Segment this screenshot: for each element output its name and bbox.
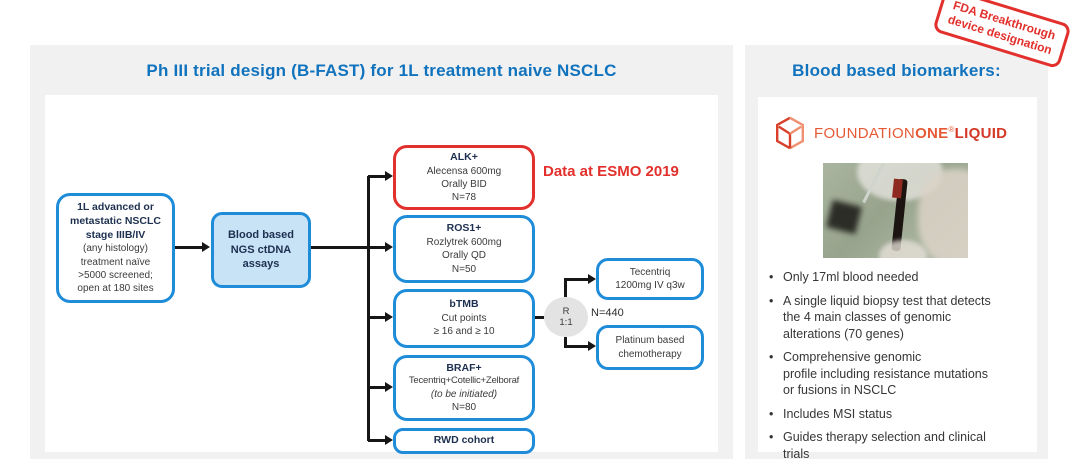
connector-trunk xyxy=(367,176,370,441)
biomarker-bullets: Only 17ml blood needed A single liquid b… xyxy=(768,269,1026,459)
cohort-line: N=80 xyxy=(451,402,477,414)
cohort-box-btmb: bTMB Cut points ≥ 16 and ≥ 10 xyxy=(393,289,535,348)
connector-line xyxy=(368,175,385,178)
connector-line xyxy=(368,316,385,319)
patient-box-line: >5000 screened; xyxy=(78,269,153,281)
photo-finger-shape xyxy=(879,240,927,258)
photo-arm-shape xyxy=(918,169,968,258)
patient-population-box: 1L advanced or metastatic NSCLC stage II… xyxy=(56,193,175,303)
cohort-line: Orally BID xyxy=(441,178,487,190)
cohort-line: ≥ 16 and ≥ 10 xyxy=(433,326,495,338)
arrowhead-icon xyxy=(385,382,393,392)
connector-line xyxy=(311,246,385,249)
cohort-line: Alecensa 600mg xyxy=(426,165,502,177)
bullet-item: Comprehensive genomic profile including … xyxy=(768,349,1026,399)
connector-line xyxy=(564,278,567,297)
esmo-data-note: Data at ESMO 2019 xyxy=(543,163,679,180)
arrowhead-icon xyxy=(588,274,596,284)
randomization-n: N=440 xyxy=(591,307,624,319)
arm-line: chemotherapy xyxy=(618,348,682,360)
bullet-item: Only 17ml blood needed xyxy=(768,269,1026,286)
arrowhead-icon xyxy=(385,435,393,445)
arrowhead-icon xyxy=(385,312,393,322)
cohort-line: N=78 xyxy=(451,192,477,204)
connector-line xyxy=(564,345,588,348)
foundationone-logo: FOUNDATIONONE®LIQUID xyxy=(774,115,1007,151)
patient-box-line: (any histology) xyxy=(82,243,149,255)
biomarkers-card: FOUNDATIONONE®LIQUID Only 17ml blood nee… xyxy=(758,97,1037,459)
bullet-item: A single liquid biopsy test that detects… xyxy=(768,293,1026,343)
biomarkers-title: Blood based biomarkers: xyxy=(792,61,1001,80)
connector-line xyxy=(368,386,385,389)
cohort-line: (to be initiated) xyxy=(430,389,498,400)
trial-design-panel: Ph III trial design (B-FAST) for 1L trea… xyxy=(30,45,733,459)
arrowhead-icon xyxy=(588,341,596,351)
cohort-title: bTMB xyxy=(449,298,479,311)
bullet-item: Includes MSI status xyxy=(768,406,1026,423)
arm-box-tecentriq: Tecentriq 1200mg IV q3w xyxy=(596,258,704,300)
bullet-item: Guides therapy selection and clinical tr… xyxy=(768,429,1026,459)
arm-box-chemotherapy: Platinum based chemotherapy xyxy=(596,325,704,370)
cohort-line: Rozlytrek 600mg xyxy=(426,237,502,249)
arrowhead-icon xyxy=(385,242,393,252)
registered-mark: ® xyxy=(948,124,955,134)
patient-box-line: open at 180 sites xyxy=(77,282,154,294)
assay-box-title: Blood based NGS ctDNA assays xyxy=(227,229,294,271)
cohort-title: ROS1+ xyxy=(446,222,482,235)
cohort-line: Tecentriq+Cotellic+Zelboraf xyxy=(408,375,520,387)
cohort-title: RWD cohort xyxy=(433,434,495,447)
connector-line xyxy=(535,316,544,319)
arrowhead-icon xyxy=(385,171,393,181)
foundationone-cube-icon xyxy=(776,116,804,150)
biomarkers-panel: Blood based biomarkers: FOUNDATIONONE®LI… xyxy=(745,45,1048,459)
connector-line xyxy=(175,246,202,249)
blood-sample-photo xyxy=(823,163,968,258)
cohort-box-ros1: ROS1+ Rozlytrek 600mg Orally QD N=50 xyxy=(393,215,535,283)
randomization-ratio: 1:1 xyxy=(559,317,573,328)
assay-box: Blood based NGS ctDNA assays xyxy=(211,212,311,288)
randomization-circle: R 1:1 xyxy=(544,297,588,337)
cohort-line: N=50 xyxy=(451,263,477,275)
arm-line: Tecentriq xyxy=(629,266,671,278)
logo-foundation: FOUNDATION xyxy=(814,124,916,142)
patient-box-line: treatment naïve xyxy=(80,256,151,268)
cohort-line: Cut points xyxy=(441,313,487,325)
connector-line xyxy=(368,439,385,442)
trial-design-title: Ph III trial design (B-FAST) for 1L trea… xyxy=(146,61,617,80)
foundationone-wordmark: FOUNDATIONONE®LIQUID xyxy=(814,125,1007,142)
cohort-box-alk: ALK+ Alecensa 600mg Orally BID N=78 xyxy=(393,145,535,210)
connector-line xyxy=(564,278,588,281)
photo-dark-shape xyxy=(826,199,862,235)
cohort-box-rwd: RWD cohort xyxy=(393,428,535,454)
connector-line xyxy=(564,337,567,348)
logo-one: ONE xyxy=(915,124,949,142)
cohort-title: BRAF+ xyxy=(446,361,482,374)
cohort-title: ALK+ xyxy=(450,150,478,163)
arrowhead-icon xyxy=(202,242,210,252)
logo-liquid: LIQUID xyxy=(954,124,1008,142)
cohort-line: Orally QD xyxy=(442,250,486,262)
arm-line: Platinum based xyxy=(615,335,685,347)
cohort-box-braf: BRAF+ Tecentriq+Cotellic+Zelboraf (to be… xyxy=(393,355,535,421)
arm-line: 1200mg IV q3w xyxy=(615,280,685,291)
flowchart-canvas: 1L advanced or metastatic NSCLC stage II… xyxy=(45,95,718,454)
patient-box-title: 1L advanced or metastatic NSCLC stage II… xyxy=(69,200,162,241)
randomization-r: R xyxy=(562,305,570,317)
